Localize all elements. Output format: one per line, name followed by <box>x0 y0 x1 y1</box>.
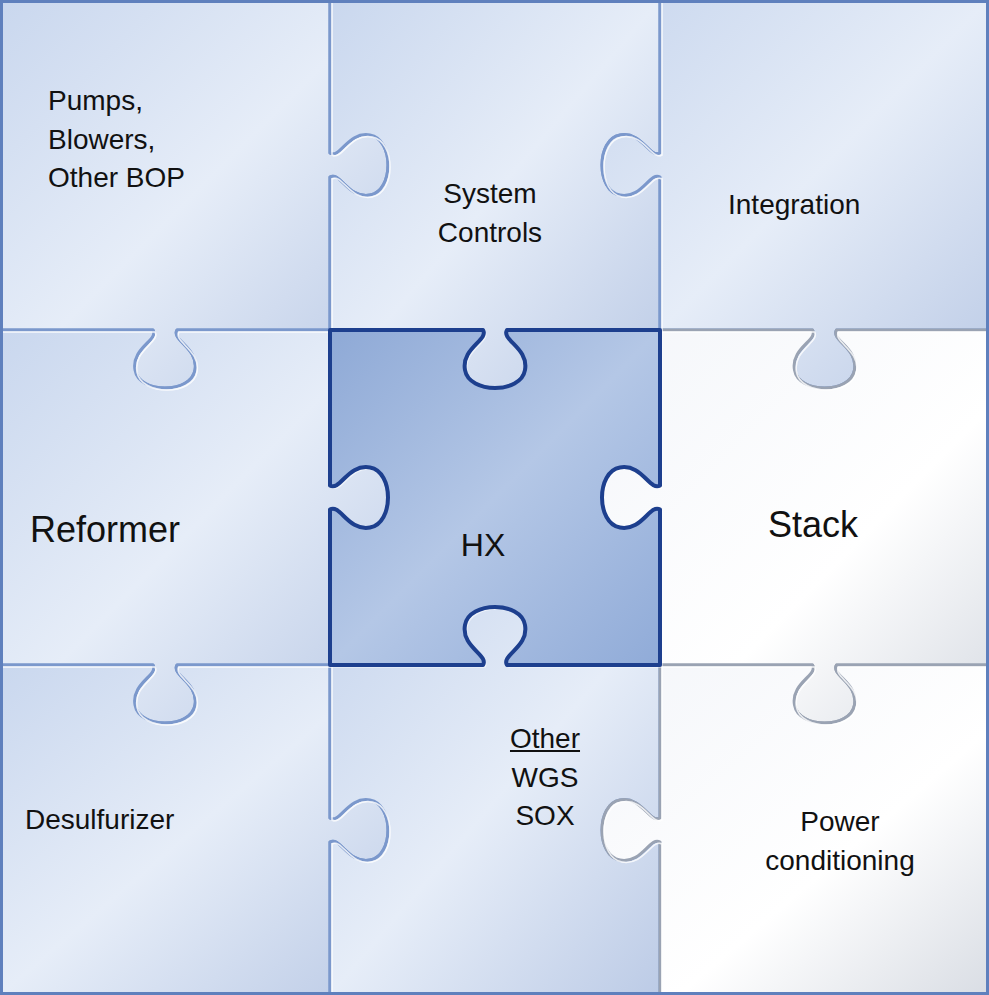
piece-text: Stack <box>768 500 858 550</box>
piece-text: Integration <box>728 186 860 225</box>
piece-heading: Other <box>490 720 600 759</box>
piece-text: System Controls <box>415 175 565 252</box>
puzzle-piece-label: Stack <box>764 496 862 554</box>
puzzle-piece-label: Power conditioning <box>746 799 934 884</box>
piece-text: HX <box>461 523 505 567</box>
piece-text: Pumps, Blowers, Other BOP <box>48 82 218 198</box>
piece-text: WGS SOX <box>490 759 600 836</box>
puzzle-piece-label: System Controls <box>411 171 569 256</box>
piece-text: Reformer <box>30 505 180 555</box>
puzzle-piece-label: Desulfurizer <box>21 797 178 844</box>
puzzle-piece <box>602 665 989 995</box>
puzzle-piece-label: HX <box>457 519 509 571</box>
puzzle-piece-label: Reformer <box>26 501 184 559</box>
piece-text: Desulfurizer <box>25 801 174 840</box>
center-piece <box>330 330 660 665</box>
piece-text: Power conditioning <box>750 803 930 880</box>
puzzle-piece-label: OtherWGS SOX <box>486 716 604 840</box>
puzzle-piece-label: Integration <box>724 182 864 229</box>
piece-highlight <box>604 667 989 995</box>
puzzle-piece-label: Pumps, Blowers, Other BOP <box>44 78 222 202</box>
